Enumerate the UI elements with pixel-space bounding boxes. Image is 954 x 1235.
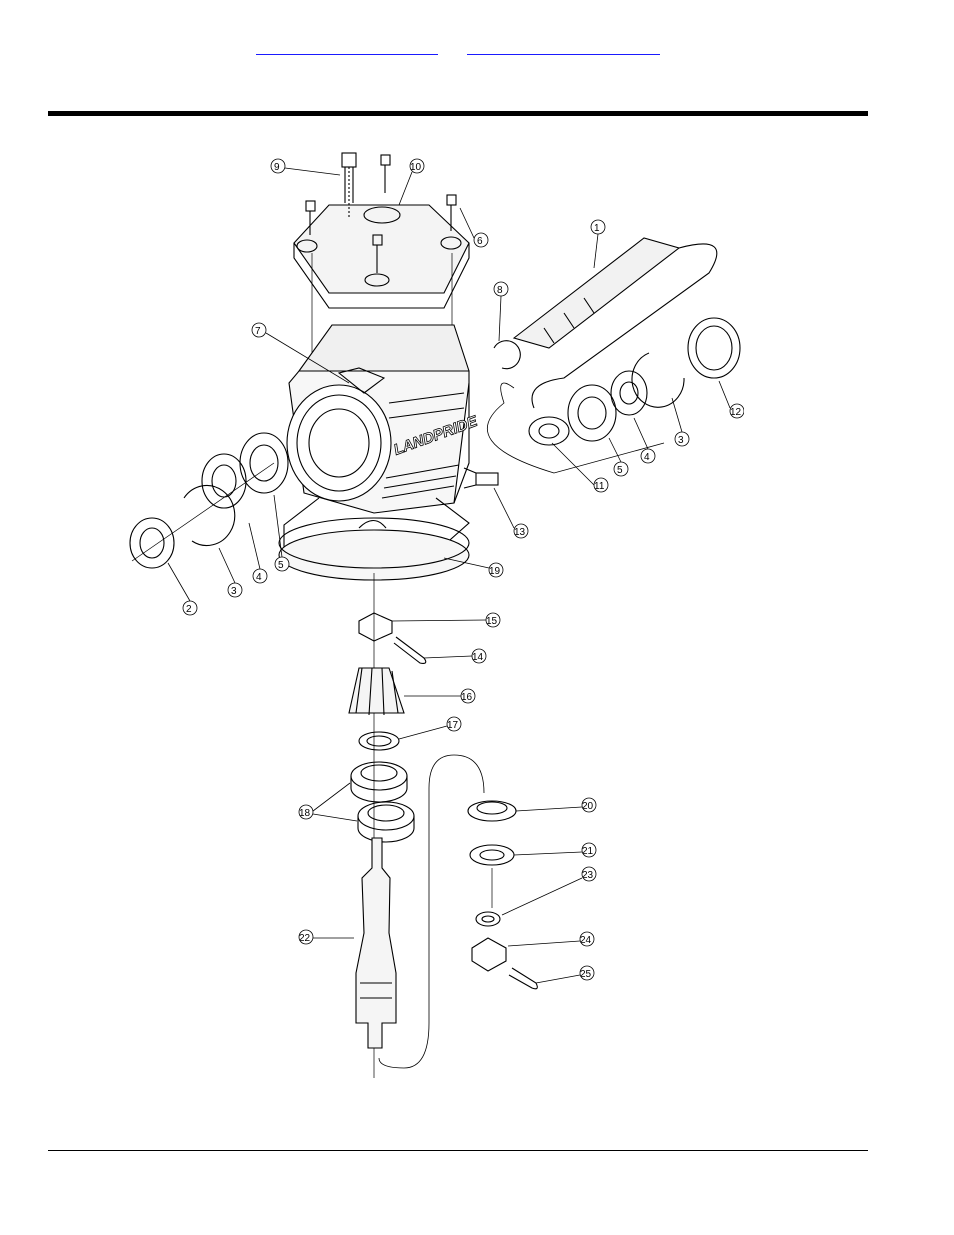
svg-text:20: 20 [582, 801, 594, 812]
callout-25: 22 [298, 929, 354, 945]
header-link-2[interactable] [467, 40, 660, 55]
callout-20: 17 [398, 716, 462, 740]
svg-text:1: 1 [594, 223, 600, 234]
svg-text:17: 17 [447, 720, 459, 731]
gearbox-housing [286, 324, 470, 514]
top-rule [48, 111, 868, 116]
callout-23: 20 [515, 797, 597, 813]
top-cover [293, 204, 470, 309]
svg-text:25: 25 [580, 969, 592, 980]
svg-text:4: 4 [644, 452, 650, 463]
svg-text:4: 4 [256, 572, 262, 583]
svg-text:7: 7 [255, 326, 261, 337]
callout-19: 16 [404, 688, 476, 704]
gearbox-exploded-diagram: 1 2 3 3 4 4 5 5 6 7 8 9 10 11 12 13 14 1… [124, 143, 744, 1078]
right-bearing-stack [528, 317, 741, 446]
bearing-18-lower [357, 801, 415, 843]
svg-text:9: 9 [274, 162, 280, 173]
svg-text:14: 14 [472, 652, 484, 663]
breather-plug [463, 467, 499, 489]
input-shaft [512, 237, 718, 409]
callout-12: 9 [270, 158, 341, 176]
svg-text:22: 22 [299, 933, 311, 944]
svg-text:5: 5 [278, 560, 284, 571]
svg-text:8: 8 [497, 285, 503, 296]
callout-2: 2 [167, 562, 198, 616]
callout-10: 7 [251, 322, 350, 384]
callout-27: 24 [507, 931, 595, 947]
cover-bolts [305, 152, 457, 273]
svg-text:12: 12 [730, 407, 742, 418]
callout-7: 5 [273, 494, 290, 572]
callout-24: 21 [513, 842, 597, 858]
svg-text:13: 13 [514, 527, 526, 538]
header-link-1[interactable] [256, 40, 438, 55]
callout-8: 5 [608, 437, 629, 477]
callout-16: 13 [493, 487, 529, 539]
svg-text:24: 24 [580, 935, 592, 946]
svg-text:18: 18 [299, 808, 311, 819]
callout-3: 3 [218, 547, 243, 598]
callout-15: 12 [718, 380, 744, 419]
cotter-pin-14 [393, 636, 427, 664]
callout-13: 10 [398, 158, 425, 206]
svg-text:3: 3 [678, 435, 684, 446]
callout-26: 23 [501, 866, 597, 916]
svg-text:3: 3 [231, 586, 237, 597]
callout-11: 8 [493, 281, 509, 342]
bottom-rule [48, 1150, 868, 1151]
callout-28: 25 [535, 965, 595, 984]
spacer-17 [358, 731, 400, 751]
pinion-gear-16 [348, 667, 405, 716]
callout-17: 14 [423, 648, 487, 664]
callout-1: 1 [590, 219, 606, 269]
svg-text:16: 16 [461, 692, 473, 703]
svg-text:10: 10 [410, 162, 422, 173]
svg-text:21: 21 [582, 846, 594, 857]
right-washers [467, 800, 538, 990]
svg-text:23: 23 [582, 870, 594, 881]
castle-nut-15 [358, 612, 393, 642]
base-flange [278, 497, 470, 581]
callout-14: 11 [551, 442, 609, 493]
callout-21: 18 [298, 782, 358, 822]
callout-18: 15 [391, 612, 501, 628]
output-shaft-22 [355, 837, 397, 1049]
bearing-18-upper [350, 761, 408, 803]
snap-ring-8 [493, 340, 521, 370]
svg-text:19: 19 [489, 566, 501, 577]
svg-text:6: 6 [477, 236, 483, 247]
svg-text:15: 15 [486, 616, 498, 627]
callout-4: 3 [671, 397, 690, 447]
callout-9: 6 [459, 207, 489, 248]
callout-6: 4 [633, 417, 656, 464]
callout-labels: 1 2 3 3 4 4 5 5 6 7 8 9 10 11 12 13 14 1… [167, 158, 744, 984]
svg-text:11: 11 [594, 481, 605, 492]
svg-text:2: 2 [186, 604, 192, 615]
left-bearing-stack [129, 432, 289, 569]
callout-5: 4 [248, 522, 268, 584]
callout-22: 19 [443, 557, 504, 578]
svg-text:5: 5 [617, 465, 623, 476]
